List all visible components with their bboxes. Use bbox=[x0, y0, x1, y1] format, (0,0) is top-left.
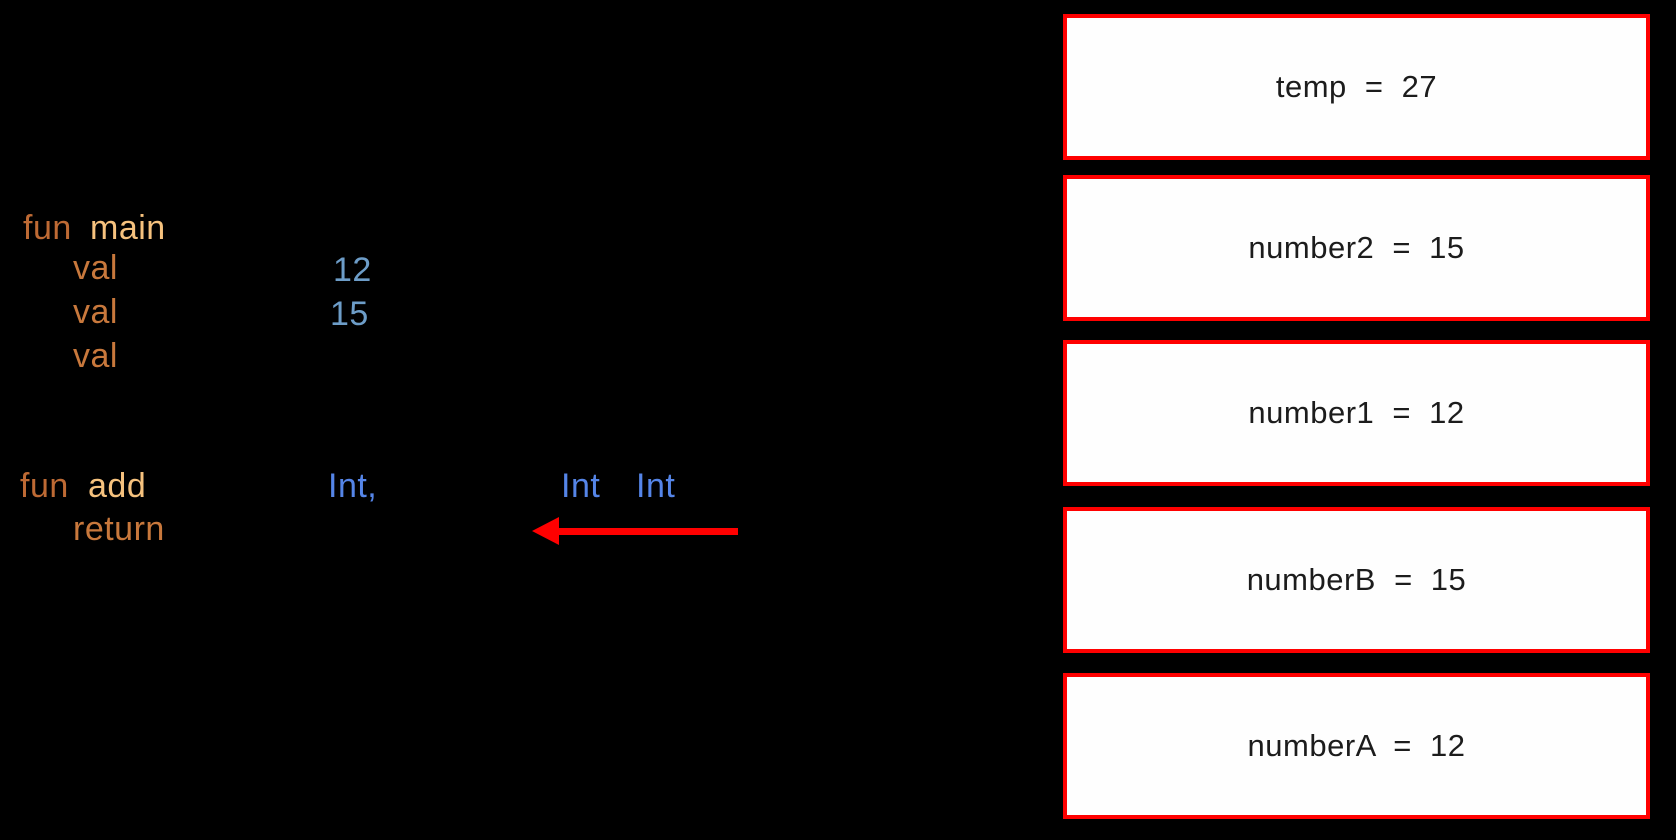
code-keyword-val-2: val bbox=[73, 293, 118, 331]
memory-box-number1: number1 = 12 bbox=[1063, 340, 1650, 486]
code-return-type-int: Int bbox=[636, 467, 676, 505]
memory-box-label: number2 = 15 bbox=[1248, 230, 1465, 265]
code-keyword-fun-add: fun bbox=[20, 467, 69, 505]
memory-box-label: number1 = 12 bbox=[1248, 395, 1465, 430]
memory-box-number2: number2 = 15 bbox=[1063, 175, 1650, 321]
code-function-name-main: main bbox=[90, 209, 166, 247]
code-number-literal-15: 15 bbox=[330, 295, 369, 333]
code-param-type-int-2: Int bbox=[561, 467, 601, 505]
code-keyword-fun-main: fun bbox=[23, 209, 72, 247]
memory-box-label: numberA = 12 bbox=[1247, 728, 1466, 763]
memory-box-label: numberB = 15 bbox=[1246, 562, 1467, 597]
code-keyword-return: return bbox=[73, 510, 165, 548]
code-keyword-val-1: val bbox=[73, 249, 118, 287]
code-number-literal-12: 12 bbox=[333, 251, 372, 289]
code-param-type-int-1: Int, bbox=[328, 467, 378, 505]
left-arrow-shaft bbox=[556, 528, 738, 535]
memory-box-numberB: numberB = 15 bbox=[1063, 507, 1650, 653]
memory-box-numberA: numberA = 12 bbox=[1063, 673, 1650, 819]
memory-box-label: temp = 27 bbox=[1275, 69, 1438, 104]
code-keyword-val-3: val bbox=[73, 337, 118, 375]
left-arrow-head bbox=[532, 517, 559, 545]
memory-box-temp: temp = 27 bbox=[1063, 14, 1650, 160]
code-function-name-add: add bbox=[88, 467, 147, 505]
